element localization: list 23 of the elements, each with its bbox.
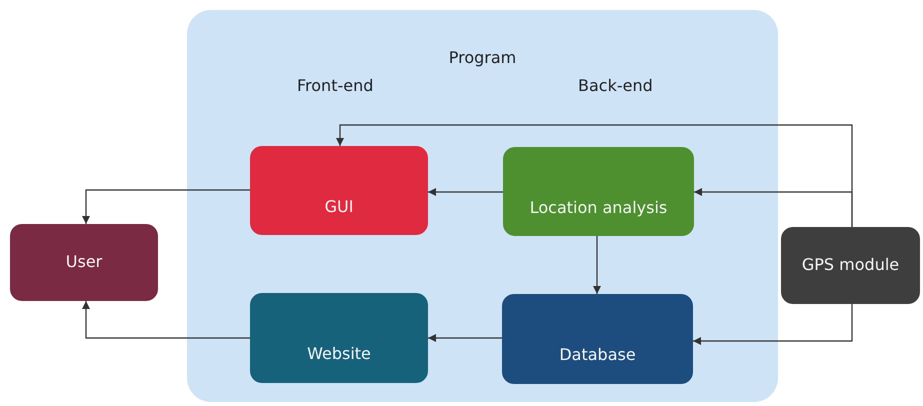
process-box [781,227,920,304]
process-box [250,146,428,235]
section-label: Back-end [578,76,653,95]
arrow [694,188,853,227]
node-label: Database [559,344,636,366]
arrow [82,301,250,339]
node-label: User [66,251,102,274]
arrow [693,304,853,345]
node-label: Website [307,343,371,366]
arrow [428,334,502,342]
arrow [428,188,503,196]
program-container [187,10,778,402]
section-label: Front-end [297,76,374,95]
arrow [82,189,250,224]
process-box [250,293,428,383]
process-box [502,294,693,384]
arrow [593,236,601,294]
node-label: Location analysis [530,196,668,219]
node-label: Program [448,47,516,69]
process-box [503,147,694,236]
node-label: GUI [324,196,354,218]
actor-box [10,224,158,301]
node-label: GPS module [802,254,900,276]
